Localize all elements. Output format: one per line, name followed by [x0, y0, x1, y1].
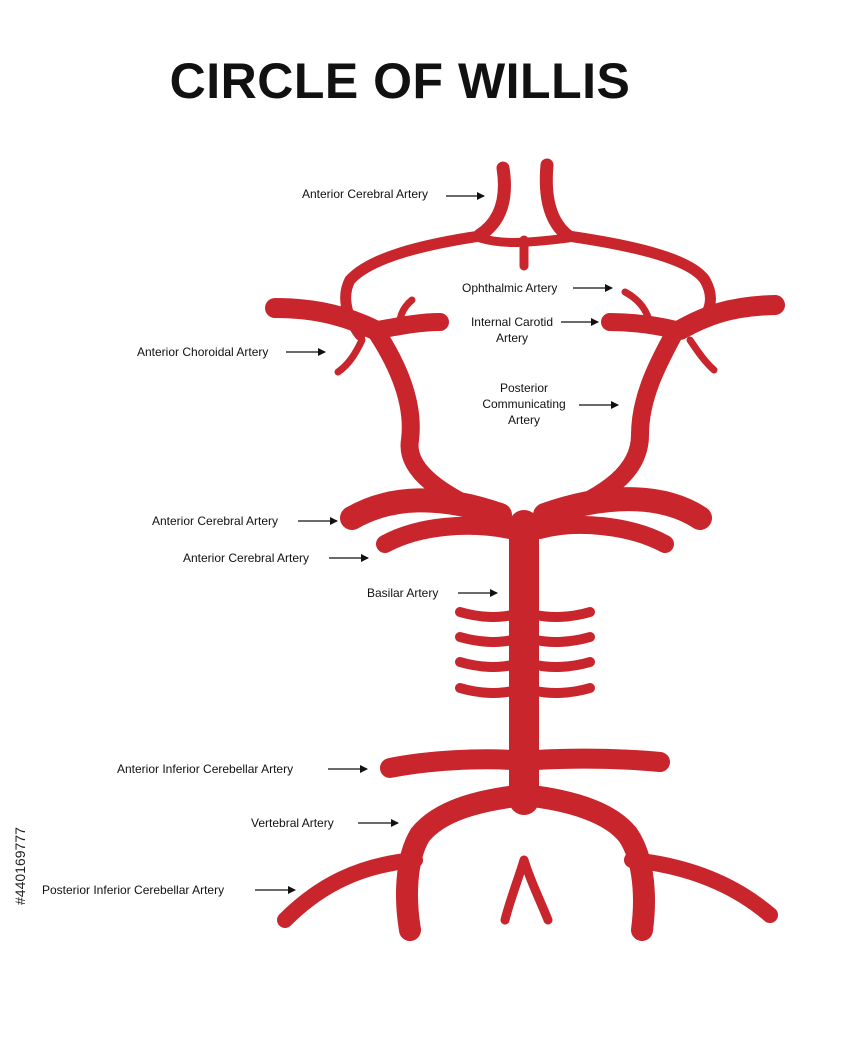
pontine-branch-4r [531, 683, 595, 698]
anterior-spinal-artery [500, 855, 553, 925]
anterior-cerebral-artery-left [473, 161, 511, 242]
label-internal-carotid-line2: Artery [495, 331, 528, 345]
anterior-cerebral-artery-right [539, 158, 575, 243]
posterior-cerebral-artery-left-lower [376, 516, 519, 553]
pontine-branch-1l [455, 607, 517, 622]
pontine-branch-2r [531, 632, 595, 647]
vertebral-artery-left [396, 784, 535, 941]
middle-cerebral-artery-left [265, 298, 385, 340]
label-posterior-inferior-cerebellar-artery: Posterior Inferior Cerebellar Artery [42, 883, 225, 897]
label-posterior-communicating-artery: Posterior Communicating Artery [470, 380, 578, 428]
label-anterior-cerebral-artery-top: Anterior Cerebral Artery [302, 187, 429, 201]
label-anterior-cerebral-artery-low: Anterior Cerebral Artery [183, 551, 310, 565]
pontine-branch-2l [455, 632, 517, 647]
label-pcom-line1: Posterior [499, 381, 549, 395]
posterior-cerebral-artery-right-lower [531, 515, 674, 553]
label-arrows [255, 192, 619, 894]
posterior-cerebral-artery-right-upper [533, 487, 712, 530]
anterior-choroidal-branch-right [686, 336, 718, 374]
middle-cerebral-artery-right [670, 295, 785, 340]
page-title: CIRCLE OF WILLIS [169, 53, 631, 109]
aica-left [380, 749, 522, 778]
ophthalmic-branch-left [396, 296, 416, 334]
vertebral-artery-right [513, 784, 655, 941]
anterior-choroidal-branch-left [334, 336, 366, 376]
anterior-communicating-artery [475, 233, 573, 247]
pica-left [277, 852, 423, 928]
stock-id-watermark-wrap: #440169777 [12, 827, 32, 1055]
pica-right [624, 852, 778, 923]
pontine-branch-1r [531, 607, 595, 622]
pontine-branch-3r [531, 657, 595, 672]
stock-id-watermark: #440169777 [12, 827, 28, 905]
label-anterior-cerebral-artery-mid: Anterior Cerebral Artery [152, 514, 279, 528]
label-internal-carotid-artery: Internal Carotid Artery [464, 314, 560, 346]
label-pcom-line3: Artery [507, 413, 540, 427]
label-ophthalmic-artery: Ophthalmic Artery [462, 281, 558, 295]
artery-network [265, 158, 785, 941]
internal-carotid-stub-right [601, 313, 685, 339]
ophthalmic-branch-right [621, 288, 654, 329]
circle-of-willis-diagram [255, 158, 785, 941]
label-internal-carotid-line1: Internal Carotid [470, 315, 554, 329]
internal-carotid-stub-left [369, 313, 449, 339]
aica-right [526, 748, 670, 772]
label-anterior-choroidal-artery: Anterior Choroidal Artery [137, 345, 269, 359]
posterior-cerebral-artery-left-upper [340, 488, 512, 530]
label-vertebral-artery: Vertebral Artery [251, 816, 334, 830]
label-anterior-inferior-cerebellar-artery: Anterior Inferior Cerebellar Artery [117, 762, 294, 776]
label-pcom-line2: Communicating [482, 397, 566, 411]
pontine-branch-3l [455, 657, 517, 672]
pontine-branch-4l [455, 683, 517, 698]
label-basilar-artery: Basilar Artery [367, 586, 439, 600]
